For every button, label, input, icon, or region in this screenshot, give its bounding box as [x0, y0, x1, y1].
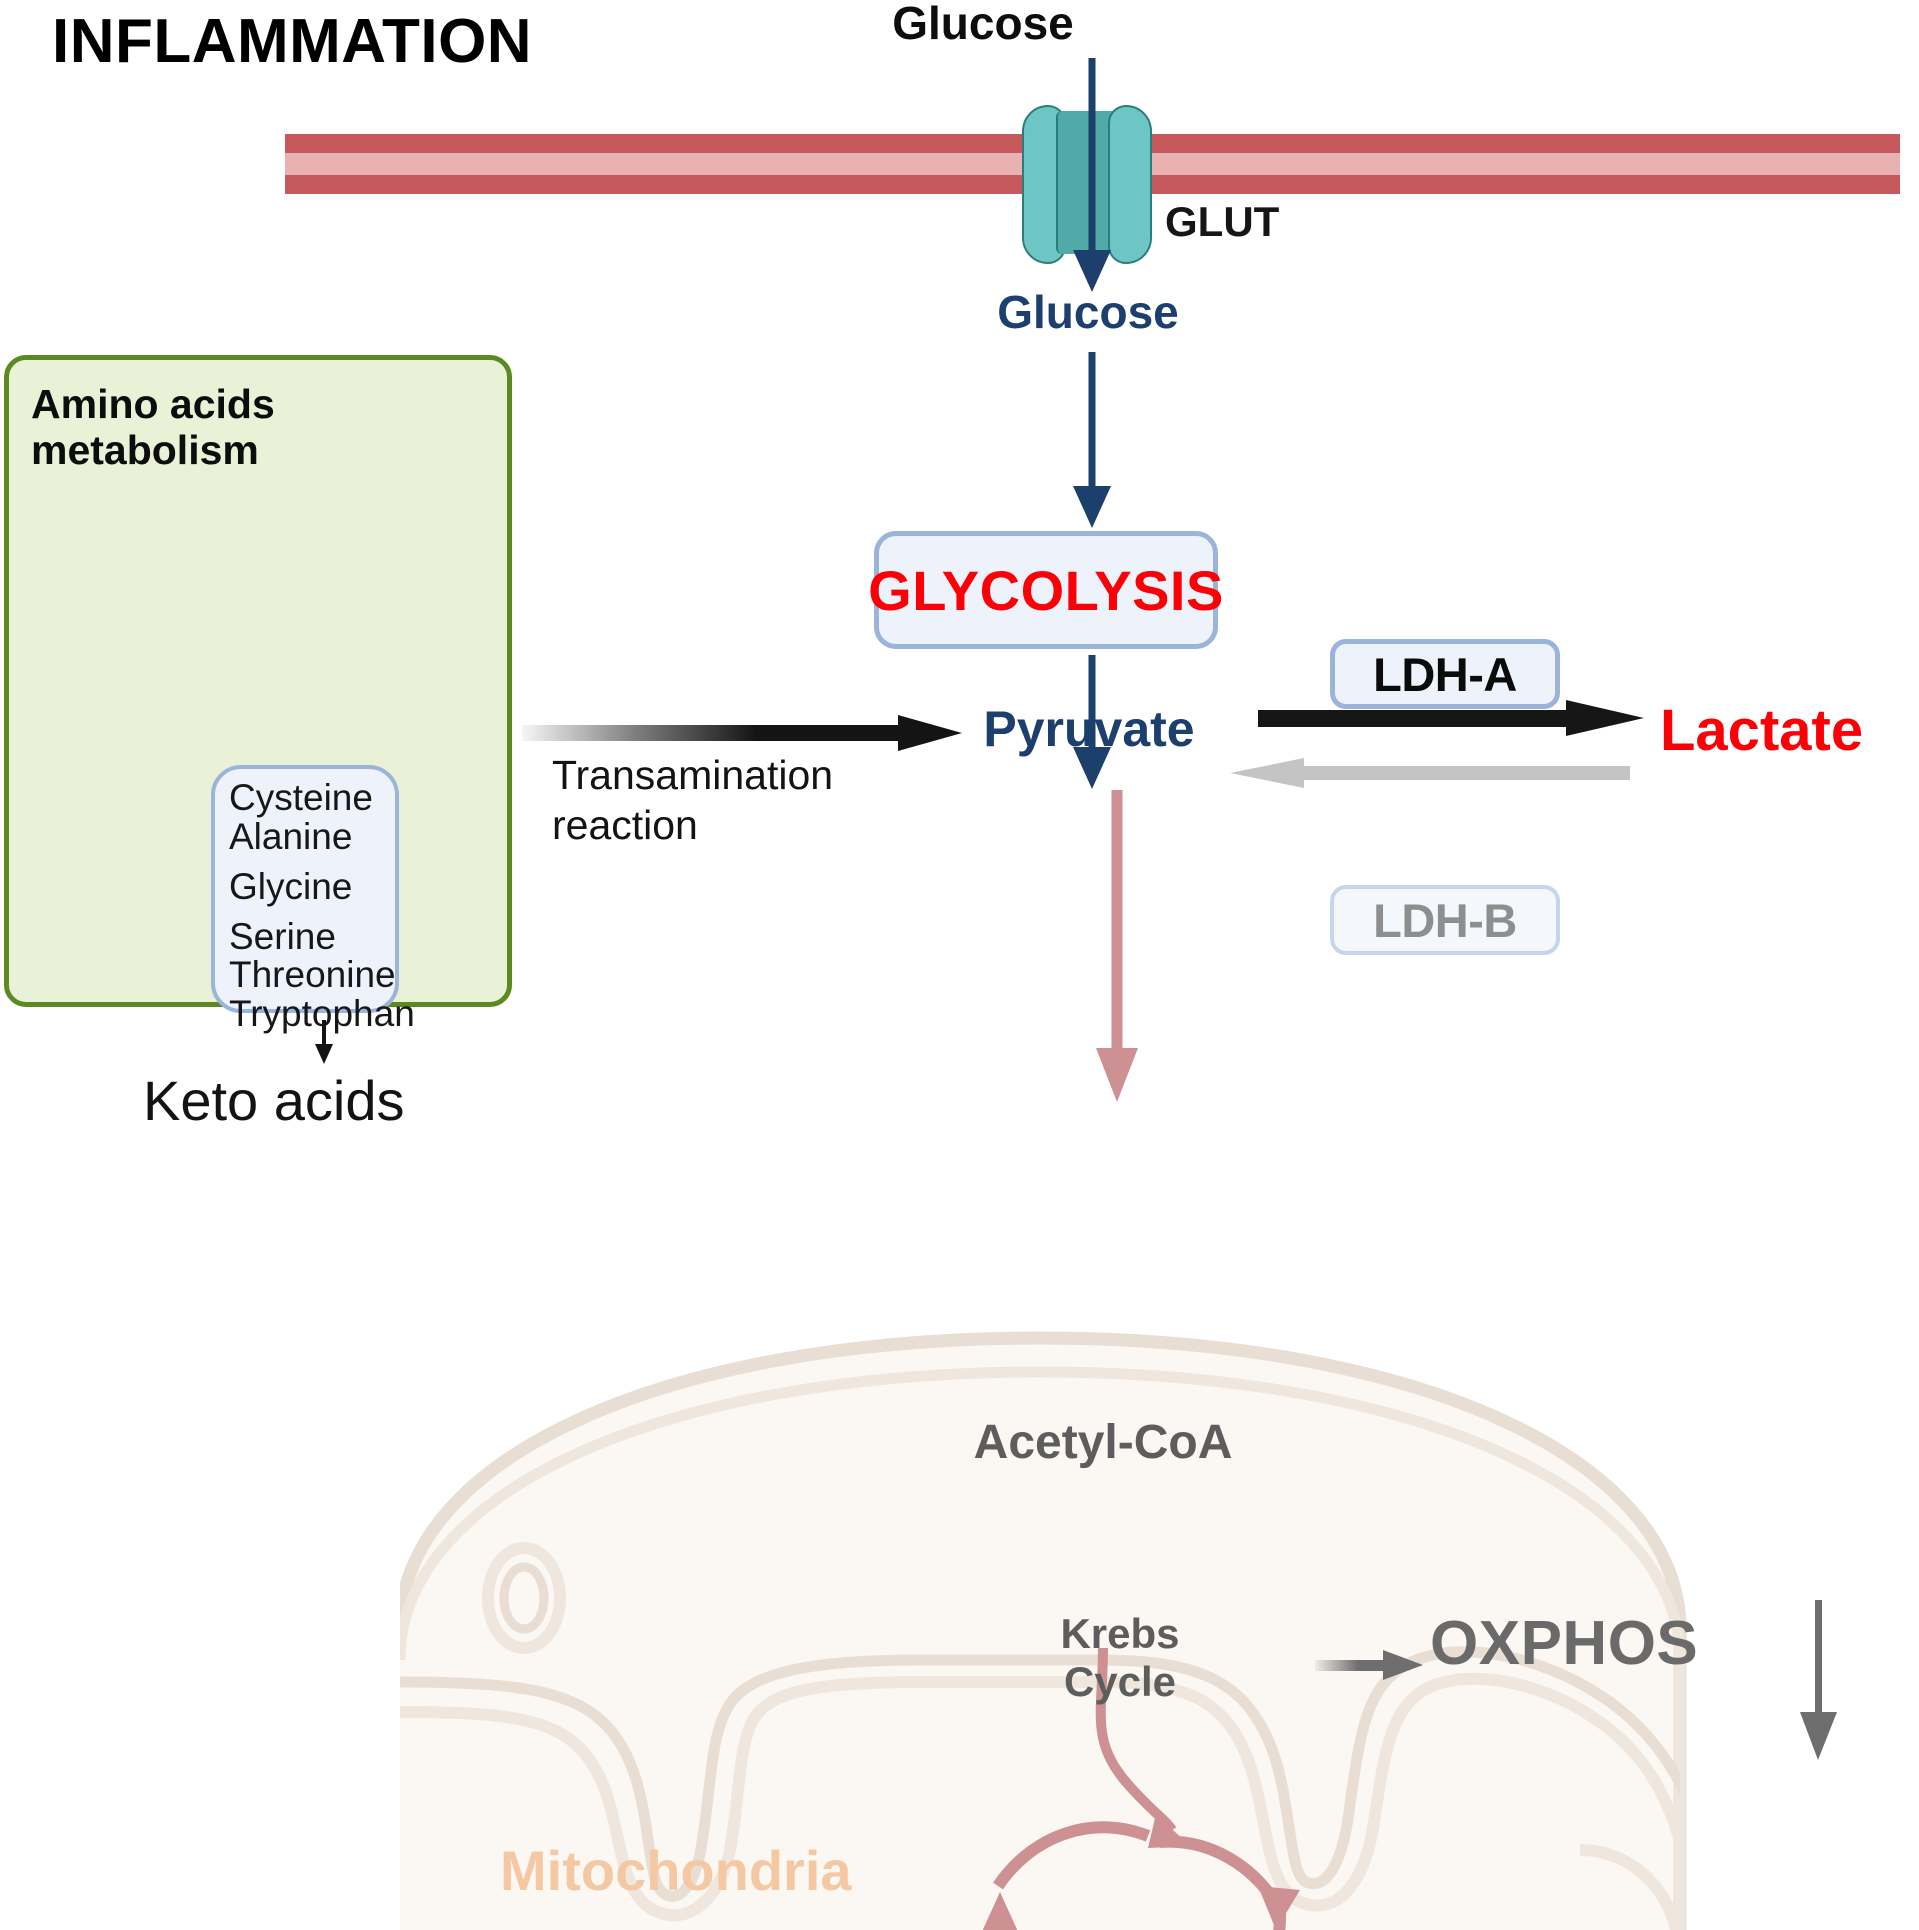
mitochondria-illustration: [400, 1331, 1687, 1930]
amino-acids-title-line2: metabolism: [31, 426, 259, 473]
glucose-uptake-arrow: [1072, 58, 1112, 292]
mitochondria-outer-membrane: [400, 1331, 1687, 1930]
crista-2: [1099, 1672, 1680, 1930]
acetyl-coa-label: Acetyl-CoA: [973, 1416, 1233, 1469]
glucose-intracellular-label: Glucose: [997, 286, 1179, 338]
amino-acids-panel-title: Amino acids metabolism: [31, 381, 275, 474]
page-title: INFLAMMATION: [52, 7, 533, 76]
glycolysis-to-pyruvate-arrow: [1072, 655, 1112, 795]
list-item: Threonine: [229, 954, 396, 996]
mitochondria-inner-membrane: [400, 1366, 1686, 1930]
list-item: Cysteine: [229, 777, 373, 818]
crista-detail-1: [482, 1542, 566, 1654]
transamination-reaction-label: Transamination reaction: [552, 750, 833, 851]
glucose-to-glycolysis-arrow: [1072, 352, 1112, 532]
crista-detail-2: [499, 1562, 549, 1634]
ldh-a-box: LDH-A: [1330, 639, 1560, 709]
pyruvate-to-lactate-arrow: [1258, 700, 1644, 736]
ldh-a-label: LDH-A: [1373, 647, 1517, 701]
mitochondria-label: Mitochondria: [500, 1839, 852, 1902]
krebs-cycle-line2: Cycle: [1063, 1657, 1177, 1705]
mitochondria-cristae-group: [400, 1542, 1680, 1930]
crista-1-shadow: [400, 1654, 1100, 1902]
crista-3: [1579, 1844, 1680, 1930]
pyruvate-to-acetyl-coa-arrow: [1096, 790, 1138, 1102]
glycolysis-label: GLYCOLYSIS: [868, 558, 1224, 622]
krebs-arc-top-left: [993, 1821, 1151, 1890]
list-item: Alanine: [229, 815, 353, 857]
krebs-arrowhead-right: [1258, 1886, 1300, 1930]
glucose-extracellular-label: Glucose: [892, 0, 1074, 49]
list-item: Serine: [229, 915, 336, 957]
glut-label: GLUT: [1165, 198, 1280, 245]
ldh-b-label: LDH-B: [1373, 893, 1517, 947]
transamination-label-line1: Transamination: [552, 752, 834, 798]
amino-acids-title-line1: Amino acids: [31, 381, 275, 427]
lactate-label: Lactate: [1660, 698, 1864, 763]
glut-lobe-right: [1108, 105, 1152, 264]
mitochondria-matrix: [400, 1338, 1680, 1930]
glycolysis-box: GLYCOLYSIS: [868, 531, 1223, 649]
oxphos-label: OXPHOS: [1430, 1608, 1698, 1679]
amino-acids-metabolism-panel: Amino acids metabolism Cysteine Alanine …: [4, 355, 512, 1132]
krebs-cycle-label: Krebs Cycle: [1060, 1610, 1179, 1706]
pyruvate-label: Pyruvate: [983, 701, 1195, 757]
list-item: Tryptophan: [229, 993, 415, 1035]
transamination-arrow: [522, 715, 962, 751]
ldh-b-box: LDH-B: [1330, 885, 1560, 955]
krebs-to-oxphos-arrow: [1315, 1650, 1423, 1680]
amino-acids-to-keto-acids-arrow: [315, 1020, 333, 1068]
oxphos-decrease-arrow-icon: [1800, 1600, 1837, 1760]
transamination-label-line2: reaction: [552, 802, 698, 849]
amino-acids-list-box: Cysteine Alanine Glycine Serine Threonin…: [211, 765, 415, 1033]
lactate-to-pyruvate-arrow: [1230, 758, 1630, 788]
acetyl-coa-to-krebs-connector: [1095, 1647, 1177, 1833]
keto-acids-label: Keto acids: [143, 1069, 405, 1132]
list-item: Glycine: [229, 865, 353, 907]
crista-2-shadow: [1099, 1646, 1680, 1930]
crista-1: [400, 1676, 1100, 1922]
krebs-cycle-line1: Krebs: [1060, 1610, 1180, 1657]
oxphos-text: OXPHOS: [1430, 1609, 1699, 1678]
